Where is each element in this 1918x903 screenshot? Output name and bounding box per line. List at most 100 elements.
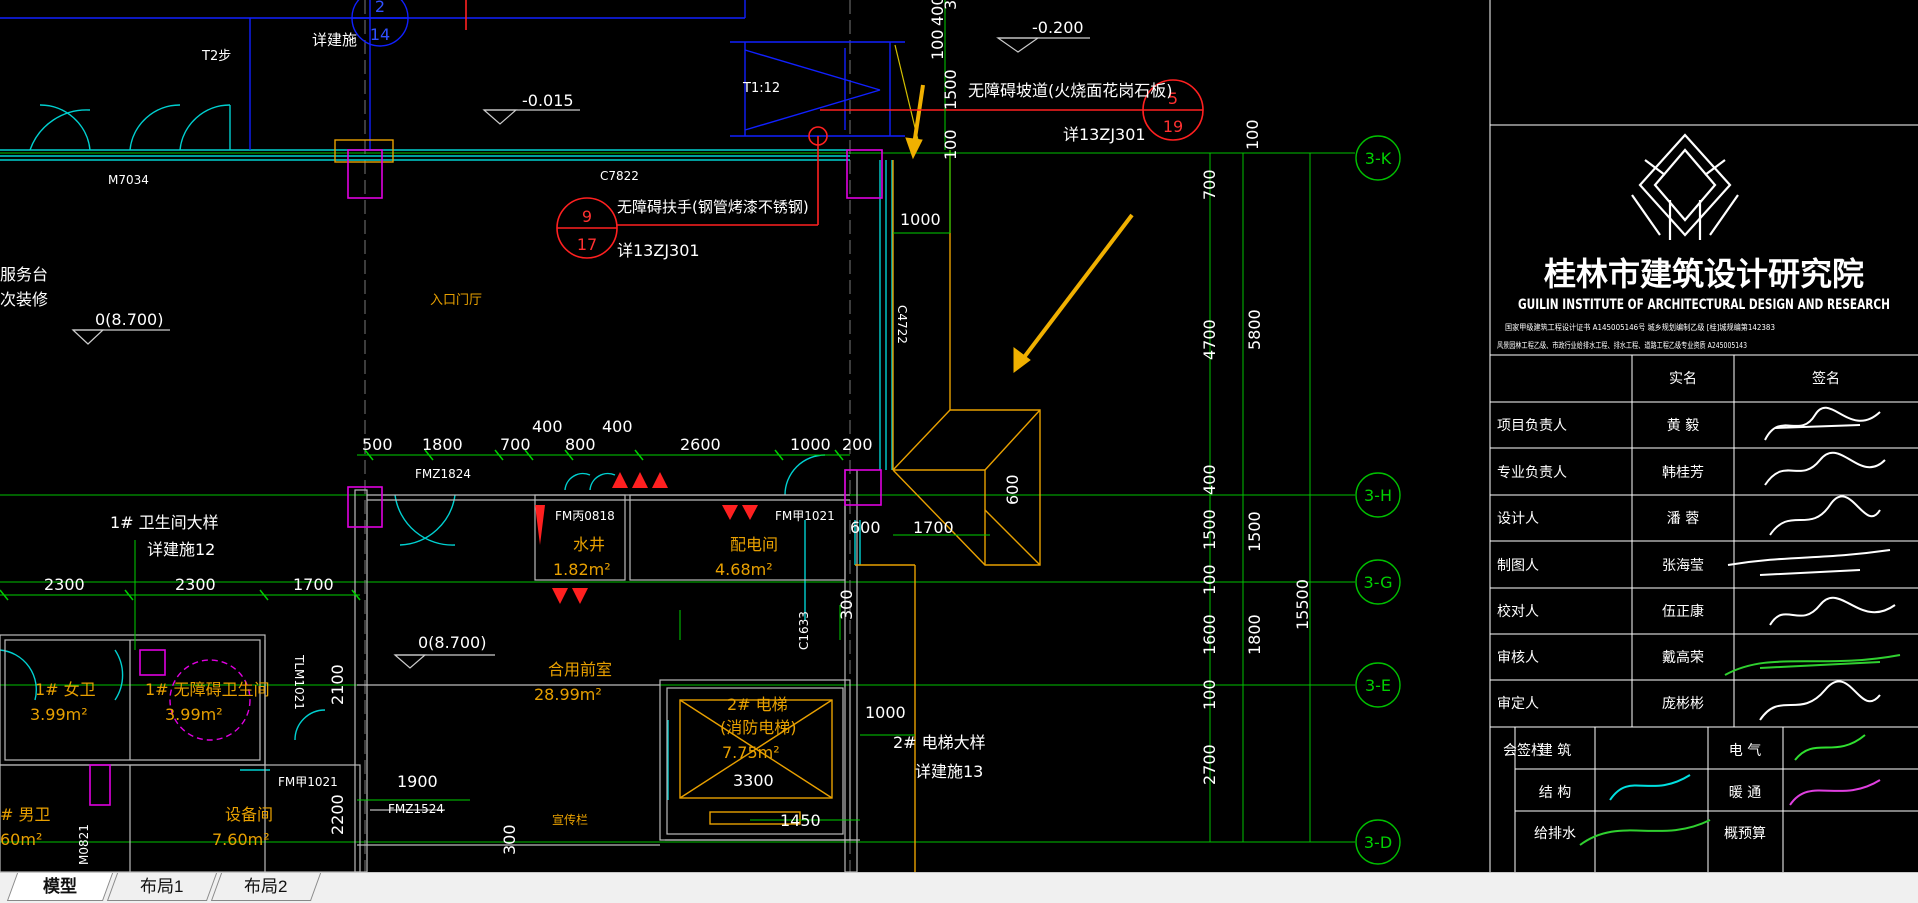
header-sign: 签名: [1812, 370, 1840, 387]
room-label: 配电间: [730, 535, 778, 554]
dimension: 400: [928, 0, 947, 26]
room-label: 服务台: [0, 265, 48, 284]
dimension: 100: [1200, 679, 1219, 710]
callout-number: 9: [582, 207, 592, 226]
dimension: 800: [565, 435, 596, 454]
dimension: 2100: [328, 664, 347, 705]
toilet-detail-ref: 详建施12: [147, 540, 215, 559]
dimension: 100: [1200, 564, 1219, 595]
signature-mark: [1724, 654, 1901, 676]
dimension: 1500: [941, 69, 960, 110]
dimension: 1000: [900, 210, 941, 229]
countersign-cell: 暖 通: [1729, 785, 1761, 801]
role-label: 设计人: [1497, 511, 1539, 527]
countersign-cell: 结 构: [1539, 785, 1571, 801]
signature-mark: [1769, 495, 1881, 536]
header-name: 实名: [1669, 371, 1697, 387]
room-area: 28.99m²: [534, 685, 602, 704]
dimension: 1600: [1200, 614, 1219, 655]
door-tag: C1633: [797, 611, 811, 650]
layout-tab-bar: 模型 布局1 布局2: [0, 872, 1918, 903]
door-tag: M7034: [108, 173, 149, 187]
dimension: 200: [842, 435, 873, 454]
room-label: 1# 女卫: [35, 680, 96, 699]
level-mark: -0.200: [1032, 18, 1084, 37]
dimension: 100: [941, 129, 960, 160]
slope-note: T1:12: [742, 81, 780, 96]
axis-label: 3-G: [1364, 573, 1393, 592]
countersign-cell: 建 筑: [1539, 743, 1571, 759]
dimension: 100: [928, 29, 947, 60]
title-block: 桂林市建筑设计研究院 GUILIN INSTITUTE OF ARCHITECT…: [1489, 0, 1918, 872]
elevator-detail: 2# 电梯大样: [893, 733, 986, 752]
elevator-detail-ref: 详建施13: [915, 762, 983, 781]
dimension: 1800: [1245, 614, 1264, 655]
dimension: 2300: [175, 575, 216, 594]
door-tag: FM甲1021: [775, 509, 835, 523]
callout-number: 17: [577, 235, 597, 254]
room-label: 水井: [573, 535, 605, 554]
signature-mark: [1759, 680, 1881, 721]
detail-ref-top: 详建施: [312, 31, 357, 49]
dimension: 400: [1200, 464, 1219, 495]
tab-model[interactable]: 模型: [6, 873, 114, 901]
door-tag: M0821: [77, 824, 91, 865]
dimension: 600: [1003, 474, 1022, 505]
room-area: 3.99m²: [30, 705, 88, 724]
dimension: 1700: [913, 518, 954, 537]
toilet-detail: 1# 卫生间大样: [110, 513, 219, 532]
dimension: 400: [532, 417, 563, 436]
floor-plan-canvas[interactable]: 3-K 3-H 3-G 3-E 3-D 5 19 9 17 2 14 无障碍坡道…: [0, 0, 1918, 872]
role-label: 校对人: [1497, 603, 1539, 620]
role-label: 审核人: [1497, 650, 1539, 666]
institute-name-en: GUILIN INSTITUTE OF ARCHITECTURAL DESIGN…: [1518, 297, 1890, 313]
institute-name-cn: 桂林市建筑设计研究院: [1544, 255, 1864, 293]
step-note: T2步: [201, 49, 231, 64]
dimension: 2300: [44, 575, 85, 594]
door-tag: TLM1021: [292, 654, 306, 710]
dimension: 700: [1200, 169, 1219, 200]
handrail-ref: 详13ZJ301: [617, 241, 700, 260]
role-name: 伍正康: [1662, 603, 1704, 620]
dimension: 1900: [397, 772, 438, 791]
role-name: 张海莹: [1662, 558, 1704, 574]
role-name: 庞彬彬: [1662, 696, 1704, 712]
countersign-cell: 给排水: [1534, 826, 1576, 842]
room-label: 次装修: [0, 290, 48, 309]
room-label: 设备间: [225, 805, 273, 824]
axis-label: 3-D: [1364, 833, 1392, 852]
signature-mark: [1609, 774, 1691, 801]
room-label: 合用前室: [548, 660, 612, 679]
cad-drawing-viewport[interactable]: 3-K 3-H 3-G 3-E 3-D 5 19 9 17 2 14 无障碍坡道…: [0, 0, 1918, 872]
signature-mark: [1794, 734, 1866, 761]
door-tag: C4722: [895, 305, 909, 344]
dimension: 600: [850, 518, 881, 537]
door-tag: FM丙0818: [555, 509, 615, 523]
signature-mark: [1764, 406, 1881, 441]
room-label: 入口门厅: [430, 293, 482, 308]
signature-mark: [1579, 819, 1711, 846]
cert-line: 国家甲级建筑工程设计证书 A145005146号 城乡规划编制乙级 [桂]城规编…: [1505, 322, 1775, 332]
dimension: 2700: [1200, 744, 1219, 785]
countersign-cell: 电 气: [1729, 743, 1761, 759]
tab-layout1[interactable]: 布局1: [106, 873, 218, 901]
role-name: 潘 蓉: [1667, 511, 1699, 527]
axis-label: 3-K: [1365, 149, 1392, 168]
room-area: 7.75m²: [722, 743, 780, 762]
room-area: 60m²: [0, 830, 42, 849]
role-name: 戴高荣: [1662, 649, 1704, 666]
callout-number: 2: [375, 0, 385, 16]
axis-label: 3-E: [1365, 676, 1391, 695]
ramp-ref: 详13ZJ301: [1063, 125, 1146, 144]
callout-number: 5: [1168, 89, 1178, 108]
door-tag: FMZ1824: [415, 467, 471, 481]
axis-label: 3-H: [1364, 486, 1392, 505]
role-label: 审定人: [1497, 696, 1539, 712]
tab-layout2[interactable]: 布局2: [210, 873, 322, 901]
dimension: 300: [941, 0, 960, 10]
dimension-total: 15500: [1293, 579, 1312, 630]
door-tag: FM甲1021: [278, 775, 338, 789]
dimension: 1000: [865, 703, 906, 722]
level-mark: -0.015: [522, 91, 574, 110]
role-label: 项目负责人: [1497, 418, 1567, 434]
